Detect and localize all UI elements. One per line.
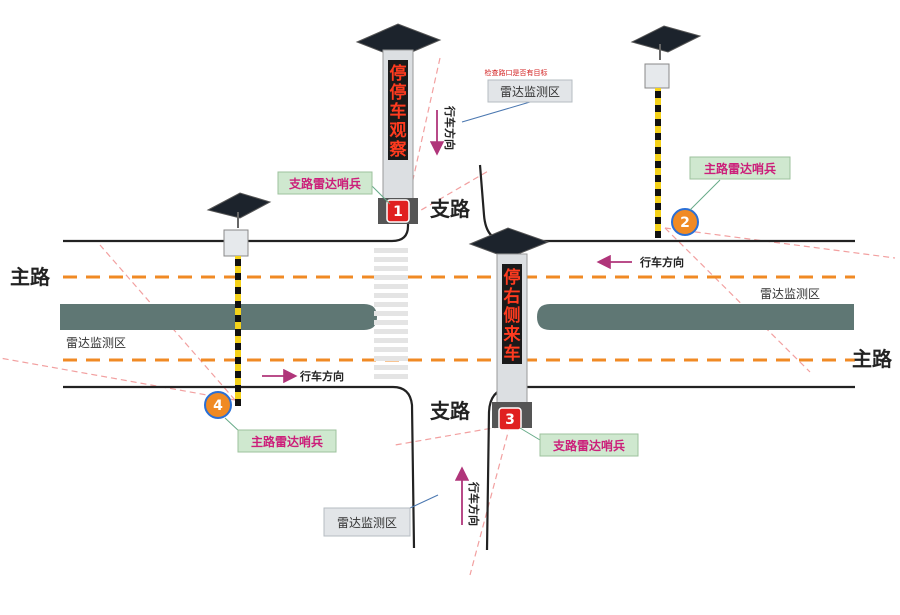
crosswalk-stripe [374, 302, 408, 307]
badge-number: 1 [393, 204, 403, 220]
crosswalk-stripe [374, 293, 408, 298]
main-road-label-left: 主路 [10, 265, 51, 289]
crosswalk-stripe [374, 257, 408, 262]
radar-line [664, 227, 896, 259]
striped-pole [655, 88, 661, 238]
crosswalk-stripe [374, 248, 408, 253]
crosswalk-stripe [374, 365, 408, 370]
crosswalk [374, 248, 408, 379]
crosswalk-stripe [374, 320, 408, 325]
branch-road-label-bottom: 支路 [430, 399, 471, 423]
road-edge-top-left [63, 198, 410, 243]
svg-text:支路雷达哨兵: 支路雷达哨兵 [288, 176, 361, 191]
svg-text:主路雷达哨兵: 主路雷达哨兵 [251, 434, 323, 449]
led-panel [502, 264, 522, 364]
radar-line [664, 227, 811, 373]
svg-text:行车方向: 行车方向 [467, 481, 481, 526]
branch-road-label-top: 支路 [430, 197, 471, 221]
svg-text:行车方向: 行车方向 [299, 369, 344, 383]
sentinel-4-pole [206, 192, 272, 406]
crosswalk-stripe [374, 329, 408, 334]
radar-line [403, 169, 491, 221]
striped-pole [235, 256, 241, 406]
medians [60, 304, 854, 330]
sign-char: 右 [504, 286, 521, 307]
sentinel-badge-1: 1 [386, 199, 410, 223]
crosswalk-stripe [374, 266, 408, 271]
radar-line [403, 57, 441, 221]
sentinel-2-pole [630, 25, 702, 238]
crosswalk-stripe [374, 338, 408, 343]
main-road-label-right: 主路 [852, 347, 893, 371]
median-right [537, 304, 854, 330]
radar-box-icon [223, 229, 249, 257]
sign-char: 车 [504, 343, 521, 364]
road-edge-bottom-left [63, 385, 416, 549]
direction-top: 行车方向 [429, 105, 457, 156]
radar-zone-bottom: 雷达监测区 [323, 494, 439, 537]
crosswalk-stripe [374, 275, 408, 280]
solar-panel-icon [630, 25, 702, 53]
radar-coverage-lines [0, 57, 896, 576]
sentinel-label-3: 支路雷达哨兵 [519, 427, 639, 457]
solar-panel-icon [468, 227, 550, 259]
sign-char: 停 [390, 63, 407, 84]
radar-zone-right: 雷达监测区 [760, 287, 820, 301]
crosswalk-stripe [374, 284, 408, 289]
sentinel-label-2: 主路雷达哨兵 [689, 156, 791, 211]
road-edges [63, 164, 855, 551]
radar-line [0, 357, 236, 401]
sign-char: 察 [389, 139, 408, 160]
top-small-caption: 检查路口是否有目标 [485, 68, 548, 77]
sentinel-badge-4: 4 [204, 391, 232, 419]
led-panel [388, 60, 408, 160]
direction-right: 行车方向 [596, 254, 684, 270]
badge-number: 3 [505, 412, 515, 428]
sign-char: 侧 [504, 305, 521, 326]
sign-char: 观 [389, 121, 407, 141]
svg-text:主路雷达哨兵: 主路雷达哨兵 [704, 161, 776, 176]
radar-zone-top: 检查路口是否有目标 雷达监测区 [461, 68, 573, 123]
sentinel-badge-2: 2 [671, 208, 699, 236]
road-edge-bottom-right [485, 385, 855, 551]
sign-char: 停 [504, 267, 521, 288]
radar-box-icon [644, 63, 670, 89]
badge-number: 2 [680, 215, 690, 231]
sentinel-badge-3: 3 [498, 407, 522, 431]
svg-text:雷达监测区: 雷达监测区 [337, 516, 397, 530]
median-left [60, 304, 377, 330]
solar-panel-icon [206, 192, 272, 219]
lane-dashes [63, 275, 855, 362]
sentinel-label-1: 支路雷达哨兵 [277, 171, 391, 205]
sign-char: 停 [390, 82, 407, 103]
crosswalk-stripe [374, 374, 408, 379]
badge-number: 4 [213, 398, 223, 414]
direction-left: 行车方向 [262, 368, 344, 384]
svg-text:支路雷达哨兵: 支路雷达哨兵 [552, 438, 625, 453]
sign-char: 来 [503, 324, 522, 345]
road-edge-top-right [478, 164, 855, 243]
crosswalk-stripe [374, 347, 408, 352]
radar-zone-left: 雷达监测区 [66, 336, 126, 350]
sentinel-label-4: 主路雷达哨兵 [224, 417, 337, 453]
radar-line [469, 424, 511, 576]
svg-text:行车方向: 行车方向 [443, 105, 457, 150]
direction-bottom: 行车方向 [454, 466, 481, 526]
svg-text:行车方向: 行车方向 [639, 255, 684, 269]
svg-text:雷达监测区: 雷达监测区 [500, 85, 560, 99]
crosswalk-stripe [374, 311, 408, 316]
sign-char: 车 [390, 101, 407, 122]
crosswalk-stripe [374, 356, 408, 361]
